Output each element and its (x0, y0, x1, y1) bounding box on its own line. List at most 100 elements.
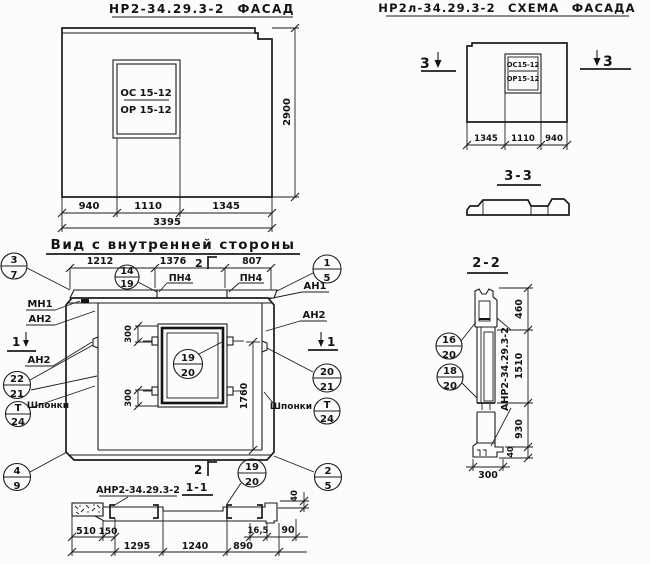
svg-text:20: 20 (320, 367, 334, 378)
dim-1295: 1295 (124, 541, 150, 552)
svg-text:16: 16 (442, 335, 456, 346)
facade-dim-2900: 2900 (282, 98, 293, 126)
facade-dim-1345: 1345 (212, 201, 240, 212)
scheme-view: НР2л-34.29.3-2 СХЕМА ФАСАДА ОС15-12 ОР15… (378, 1, 635, 216)
callout-1-5: 1 5 (276, 254, 342, 292)
svg-text:5: 5 (324, 273, 331, 284)
section-2-2: 2-2 АНР2-34.29.3-2 1 (435, 256, 533, 481)
svg-text:24: 24 (11, 417, 25, 428)
dim-1376: 1376 (160, 256, 187, 267)
scheme-window (504, 53, 542, 94)
label-pn4-2: ПН4 (240, 273, 263, 284)
section-1-1-label: АНР2-34.29.3-2 (96, 485, 180, 496)
section-2-marker-bottom: 2 (194, 463, 202, 477)
dim-40-22: 40 (506, 446, 515, 458)
svg-text:7: 7 (11, 270, 18, 281)
scheme-title: НР2л-34.29.3-2 СХЕМА ФАСАДА (378, 1, 635, 15)
scheme-window-mark-top: ОС15-12 (507, 61, 540, 69)
dim-1240: 1240 (182, 541, 209, 552)
svg-text:3: 3 (11, 255, 18, 266)
inner-window (157, 323, 228, 408)
svg-text:5: 5 (325, 481, 332, 492)
dim-40: 40 (290, 490, 300, 502)
facade-view: НР2-34.29.3-2 ФАСАД ОС 15-12 ОР 15-12 94… (57, 2, 300, 233)
facade-dim-1110: 1110 (134, 201, 162, 212)
svg-text:19: 19 (120, 279, 133, 290)
callout-t-24-right: Т 24 (313, 397, 341, 425)
section-1-marker-right: 1 (327, 335, 335, 349)
svg-text:Т: Т (15, 403, 22, 414)
panel-top-rib (69, 289, 278, 299)
dim-90: 90 (281, 525, 295, 536)
profile-2-2 (472, 288, 504, 458)
dim-300-bottom: 300 (124, 389, 134, 407)
label-keys-left: Шпонки (27, 401, 69, 411)
svg-text:20: 20 (442, 350, 456, 361)
svg-text:20: 20 (181, 368, 195, 379)
section-3-3-profile (466, 198, 570, 216)
callout-t-24-left: Т 24 (4, 385, 96, 428)
svg-text:Т: Т (324, 400, 331, 411)
dim-300-22: 300 (478, 470, 498, 481)
svg-text:20: 20 (443, 381, 457, 392)
section-2-2-label: АНР2-34.29.3-2 (500, 327, 511, 411)
label-an2-left1: АН2 (28, 314, 51, 325)
strip-right-foot (263, 502, 278, 524)
dim-1760: 1760 (239, 382, 250, 409)
facade-window (112, 59, 181, 139)
inner-view-title: Вид с внутренней стороны (51, 237, 296, 253)
callout-3-7: 3 7 (0, 252, 71, 291)
scheme-window-mark-bottom: ОР15-12 (507, 75, 540, 83)
section-3-3-title: 3-3 (504, 169, 534, 184)
callout-20-21: 20 21 (266, 347, 342, 393)
dim-460: 460 (514, 299, 525, 319)
label-an1: АН1 (303, 281, 326, 292)
strip-bottom (94, 515, 263, 522)
dim-510: 510 (76, 526, 96, 537)
dim-930: 930 (514, 419, 525, 439)
inner-view: Вид с внутренней стороны 1212 1376 807 2… (0, 237, 343, 507)
callout-16-20: 16 20 (435, 321, 477, 361)
mn1-mark (81, 299, 89, 303)
svg-text:21: 21 (320, 382, 334, 393)
svg-text:19: 19 (181, 353, 195, 364)
callout-19-20-bottom: 19 20 (226, 458, 267, 505)
scheme-dim-940: 940 (545, 134, 563, 144)
key-right (261, 340, 268, 353)
section-1-1: 40 510 150 16,5 90 1295 1240 890 (67, 490, 309, 557)
key-left (92, 336, 99, 349)
dim-890: 890 (233, 541, 253, 552)
callout-2-5: 2 5 (273, 455, 343, 492)
svg-text:9: 9 (14, 481, 21, 492)
scheme-marker-3-left: 3 (420, 56, 430, 72)
scheme-dim-1110: 1110 (511, 134, 535, 144)
hatch (74, 504, 101, 515)
label-pn4-1: ПН4 (169, 273, 192, 284)
dim-150: 150 (99, 527, 118, 537)
facade-dim-3395: 3395 (153, 217, 181, 228)
section-1-1-title: 1-1 (186, 481, 209, 494)
panel-outline (65, 297, 275, 461)
svg-text:18: 18 (443, 366, 457, 377)
svg-text:19: 19 (245, 462, 259, 473)
svg-text:4: 4 (14, 466, 21, 477)
label-keys-right: Шпонки (270, 402, 312, 412)
dim-807: 807 (242, 256, 262, 267)
scheme-dim-1345: 1345 (474, 134, 498, 144)
svg-text:14: 14 (120, 266, 134, 277)
scheme-marker-3-right: 3 (603, 54, 613, 70)
dim-1212: 1212 (87, 256, 113, 267)
svg-text:2: 2 (325, 466, 332, 477)
callout-22-21: 22 21 (2, 344, 98, 400)
svg-text:1: 1 (324, 258, 331, 269)
label-mn1: МН1 (27, 299, 52, 310)
section-1-marker-left: 1 (12, 335, 20, 349)
label-an2-left2: АН2 (27, 355, 50, 366)
dim-16-5: 16,5 (248, 526, 269, 536)
label-an2-right: АН2 (302, 310, 325, 321)
facade-title: НР2-34.29.3-2 ФАСАД (109, 2, 295, 16)
callout-14-19: 14 19 (114, 264, 158, 293)
callout-18-20: 18 20 (436, 363, 478, 399)
svg-text:21: 21 (10, 389, 24, 400)
